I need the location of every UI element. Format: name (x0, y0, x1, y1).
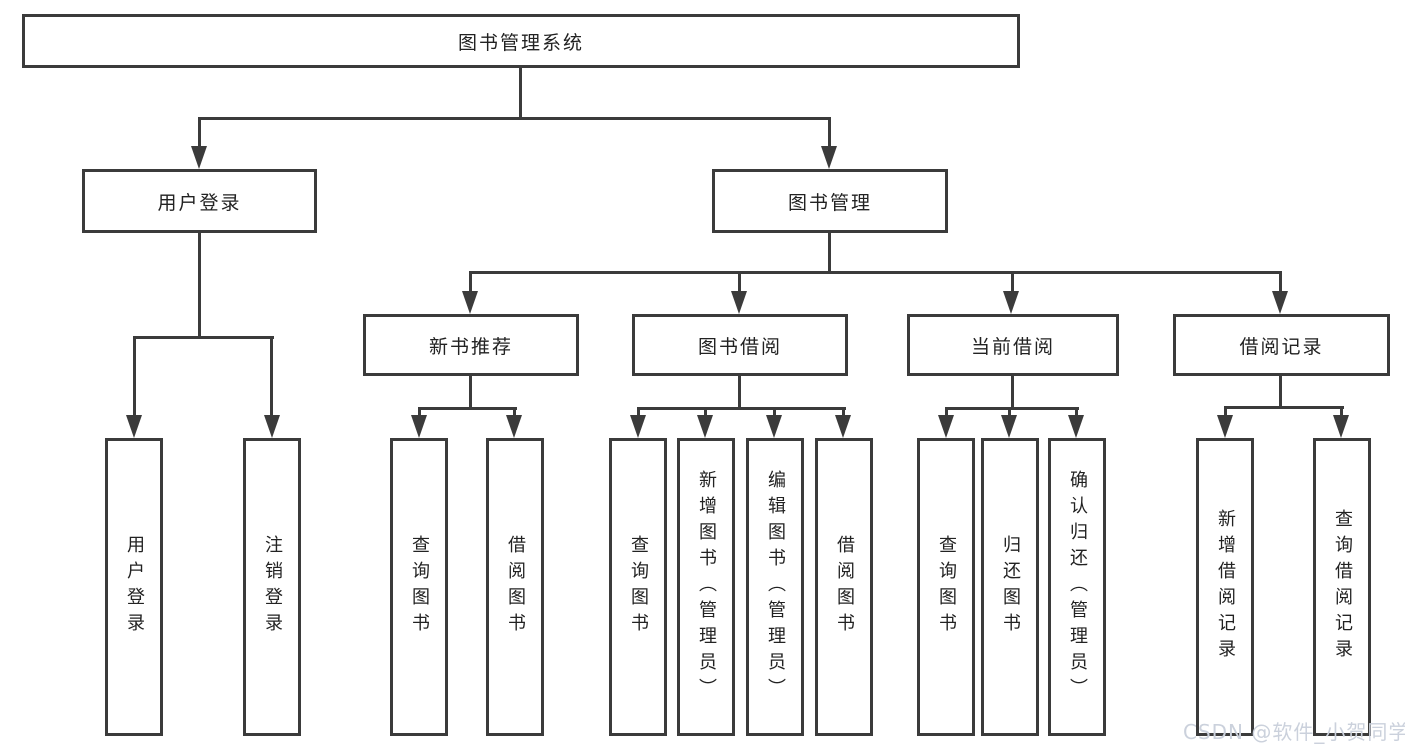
connector-line (738, 271, 741, 295)
connector-line (1224, 406, 1344, 409)
leaf-label: 查询图书 (936, 535, 957, 639)
node-label: 借阅记录 (1239, 335, 1324, 358)
arrowhead-icon (766, 415, 782, 438)
connector-line (513, 407, 516, 419)
leaf-label: 新增借阅记录 (1215, 509, 1236, 665)
connector-line (469, 271, 1282, 274)
leaf-label: 查询借阅记录 (1332, 509, 1353, 665)
csdn-watermark: CSDN @软件_小贺同学 (1183, 720, 1405, 744)
connector-line (828, 117, 831, 149)
connector-line (198, 117, 831, 120)
node-user-login: 用户登录 (82, 169, 317, 233)
arrowhead-icon (126, 415, 142, 438)
node-library-system: 图书管理系统 (22, 14, 1020, 68)
connector-line (469, 271, 472, 295)
leaf-query-books-recommend: 查询图书 (390, 438, 448, 736)
connector-line (842, 407, 845, 419)
leaf-label: 查询图书 (628, 535, 649, 639)
arrowhead-icon (506, 415, 522, 438)
connector-line (198, 117, 201, 149)
node-book-management: 图书管理 (712, 169, 948, 233)
connector-line (418, 407, 421, 419)
connector-line (519, 68, 522, 118)
leaf-label: 借阅图书 (834, 535, 855, 639)
connector-line (738, 376, 741, 409)
leaf-edit-book-admin: 编辑图书（管理员） (746, 438, 804, 736)
connector-line (637, 407, 846, 410)
connector-line (704, 407, 707, 419)
leaf-borrow-books-recommend: 借阅图书 (486, 438, 544, 736)
node-new-book-recommend: 新书推荐 (363, 314, 579, 376)
leaf-label: 新增图书（管理员） (696, 470, 717, 704)
arrowhead-icon (697, 415, 713, 438)
connector-line (418, 407, 517, 410)
connector-line (1224, 406, 1227, 419)
connector-line (1008, 407, 1011, 419)
arrowhead-icon (191, 146, 207, 169)
node-label: 新书推荐 (428, 335, 513, 358)
leaf-label: 注销登录 (262, 535, 283, 639)
node-label: 当前借阅 (970, 335, 1055, 358)
node-label: 图书借阅 (697, 335, 782, 358)
leaf-user-login: 用户登录 (105, 438, 163, 736)
leaf-label: 确认归还（管理员） (1067, 470, 1088, 704)
connector-line (1279, 375, 1282, 409)
connector-line (469, 376, 472, 409)
connector-line (773, 407, 776, 419)
leaf-query-borrow-record: 查询借阅记录 (1313, 438, 1371, 736)
leaf-query-books-current: 查询图书 (917, 438, 975, 736)
leaf-add-borrow-record: 新增借阅记录 (1196, 438, 1254, 736)
leaf-label: 查询图书 (409, 535, 430, 639)
arrowhead-icon (1217, 415, 1233, 438)
leaf-return-books: 归还图书 (981, 438, 1039, 736)
leaf-query-books-borrow: 查询图书 (609, 438, 667, 736)
leaf-label: 编辑图书（管理员） (765, 470, 786, 704)
leaf-borrow-books: 借阅图书 (815, 438, 873, 736)
arrowhead-icon (731, 291, 747, 314)
arrowhead-icon (462, 291, 478, 314)
connector-line (270, 336, 273, 418)
connector-line (1011, 271, 1014, 295)
leaf-label: 归还图书 (1000, 535, 1021, 639)
arrowhead-icon (1333, 415, 1349, 438)
arrowhead-icon (630, 415, 646, 438)
node-borrowing-records: 借阅记录 (1173, 314, 1390, 376)
arrowhead-icon (1001, 415, 1017, 438)
node-book-borrowing: 图书借阅 (632, 314, 848, 376)
arrowhead-icon (1272, 291, 1288, 314)
arrowhead-icon (264, 415, 280, 438)
connector-line (133, 336, 136, 418)
connector-line (133, 336, 274, 339)
leaf-add-book-admin: 新增图书（管理员） (677, 438, 735, 736)
arrowhead-icon (1003, 291, 1019, 314)
node-label: 图书管理系统 (457, 31, 584, 54)
connector-line (828, 233, 831, 273)
arrowhead-icon (1068, 415, 1084, 438)
connector-line (1011, 375, 1014, 409)
leaf-label: 用户登录 (124, 535, 145, 639)
connector-line (945, 407, 1079, 410)
arrowhead-icon (835, 415, 851, 438)
node-label: 图书管理 (787, 191, 872, 214)
connector-line (1340, 406, 1343, 419)
leaf-logout: 注销登录 (243, 438, 301, 736)
connector-line (945, 407, 948, 419)
node-current-borrowing: 当前借阅 (907, 314, 1119, 376)
leaf-confirm-return-admin: 确认归还（管理员） (1048, 438, 1106, 736)
connector-line (1279, 271, 1282, 295)
leaf-label: 借阅图书 (505, 535, 526, 639)
arrowhead-icon (938, 415, 954, 438)
connector-line (198, 233, 201, 338)
node-label: 用户登录 (157, 191, 242, 214)
connector-line (1075, 407, 1078, 419)
arrowhead-icon (821, 146, 837, 169)
connector-line (637, 407, 640, 419)
arrowhead-icon (411, 415, 427, 438)
